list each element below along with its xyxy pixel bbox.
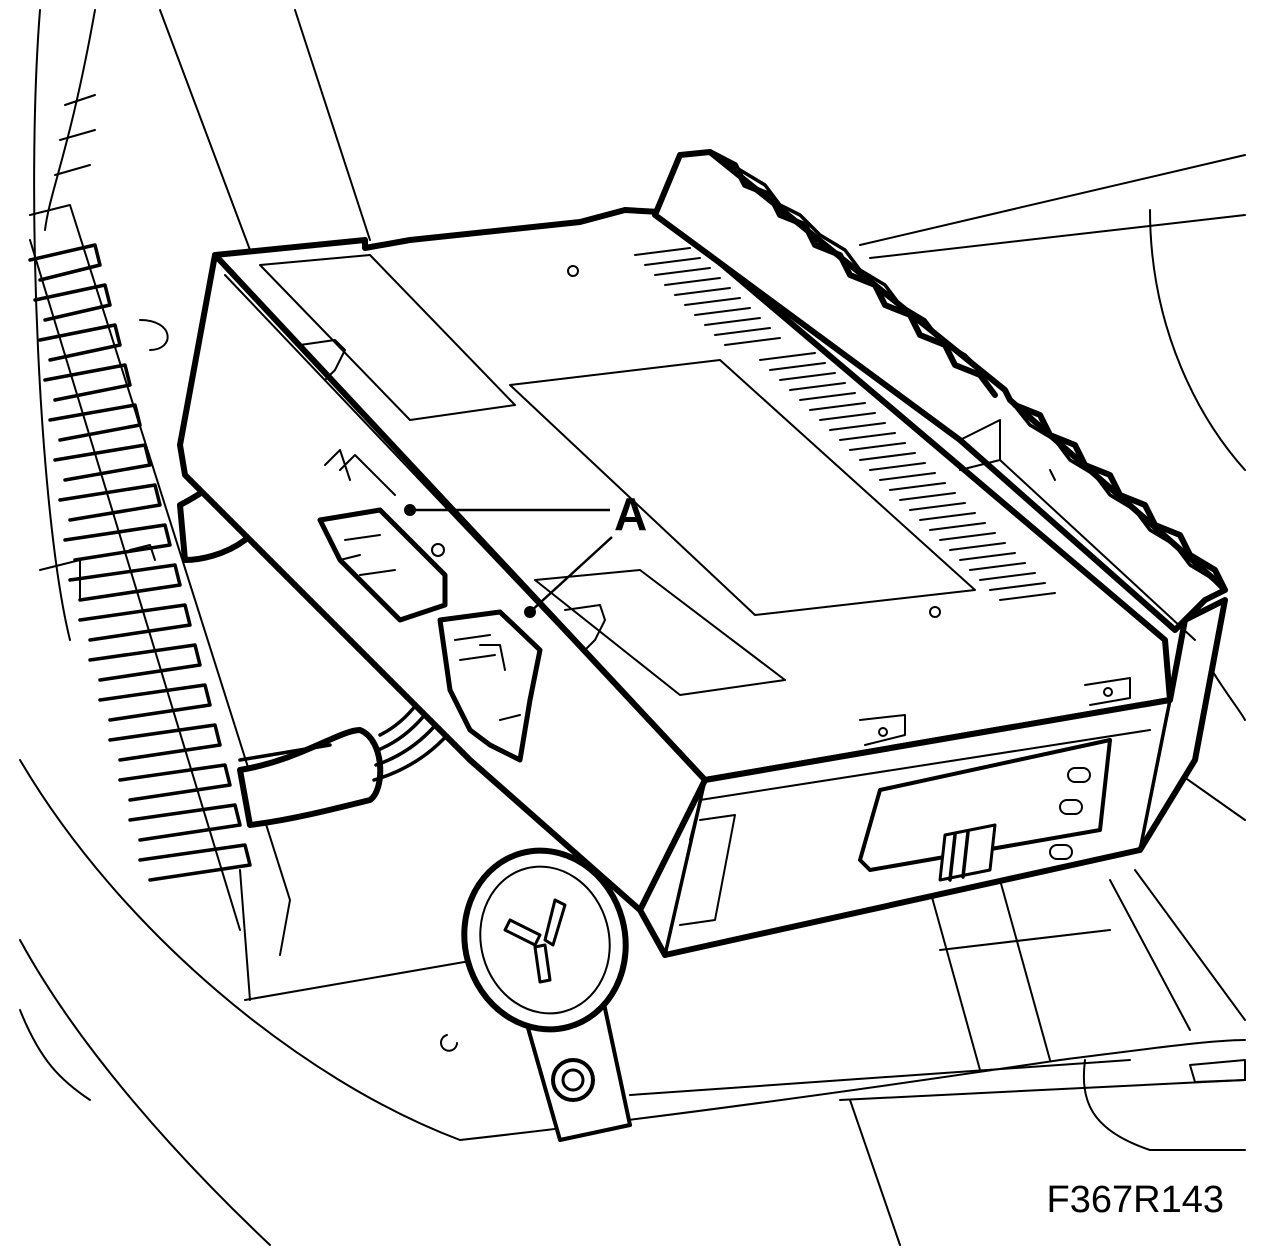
connectors bbox=[317, 449, 543, 763]
callout-a-dot-lower bbox=[524, 606, 536, 618]
vehicle-body-linework bbox=[19, 9, 1246, 1246]
top-vent-slots bbox=[634, 247, 1056, 601]
callout-a-leader-lower bbox=[529, 536, 613, 613]
callout-a: A bbox=[404, 488, 647, 618]
figure-id: F367R143 bbox=[1046, 1179, 1224, 1221]
callout-a-label: A bbox=[614, 488, 647, 540]
speaker-bracket bbox=[461, 847, 632, 1142]
lower-connector bbox=[437, 609, 543, 763]
left-heat-sink-fins bbox=[28, 243, 252, 882]
callout-a-dot-upper bbox=[404, 504, 416, 516]
